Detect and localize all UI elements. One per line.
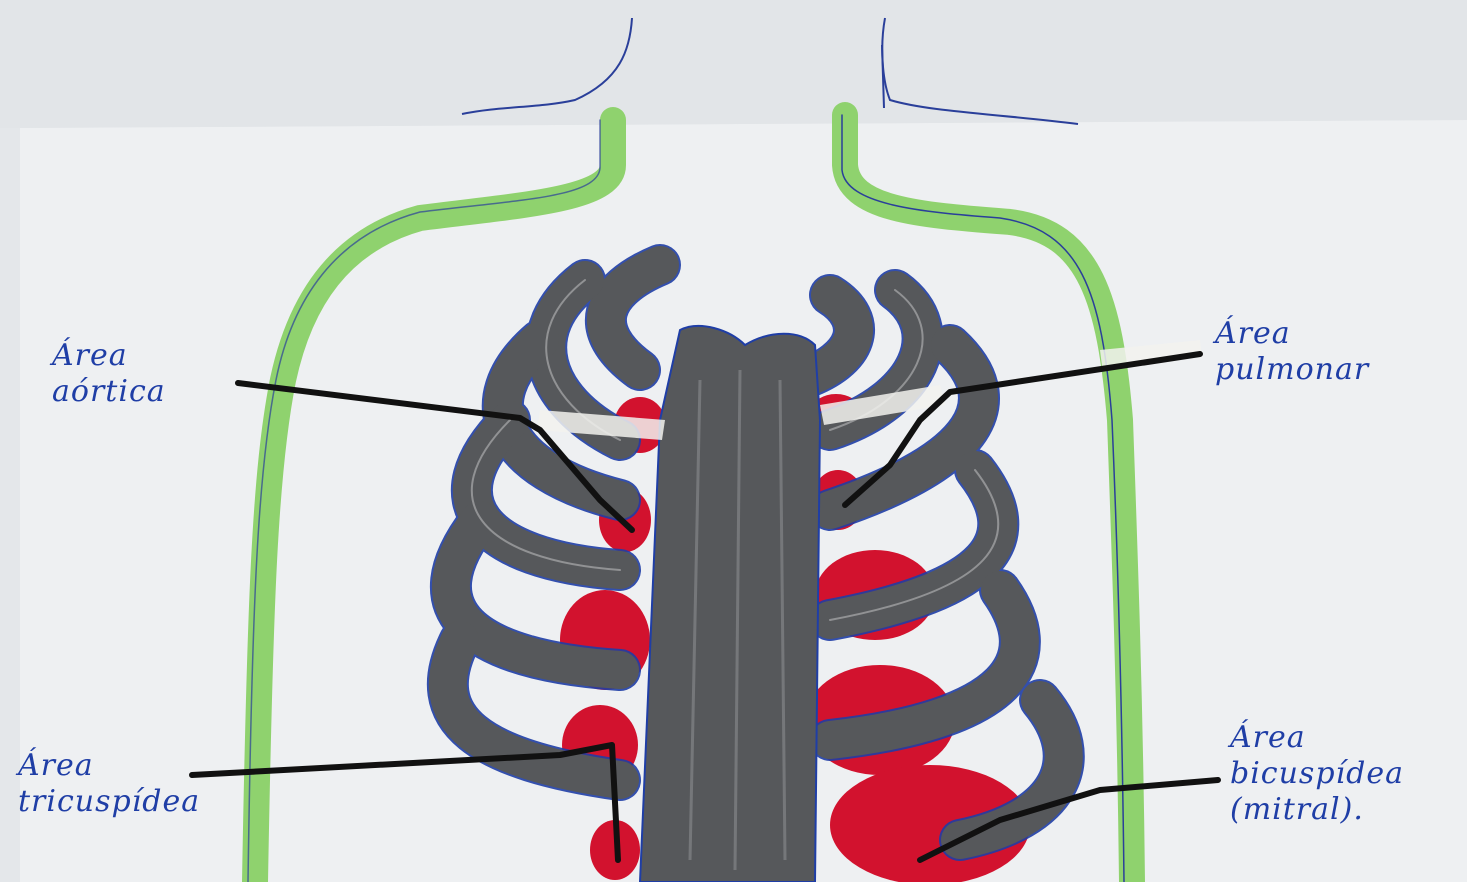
label-aortic-line2: aórtica (52, 374, 166, 410)
label-tricuspid-area: Área tricuspídea (18, 748, 200, 820)
label-pulmonary-area: Área pulmonar (1215, 316, 1369, 388)
label-pulmonary-line1: Área (1215, 316, 1369, 352)
label-aortic-area: Área aórtica (52, 338, 166, 410)
label-tricuspid-line2: tricuspídea (18, 784, 200, 820)
label-aortic-line1: Área (52, 338, 166, 374)
label-mitral-area: Área bicuspídea (mitral). (1230, 720, 1404, 828)
label-mitral-line1: Área (1230, 720, 1404, 756)
label-mitral-line2: bicuspídea (1230, 756, 1404, 792)
sternum (640, 326, 820, 882)
label-tricuspid-line1: Área (18, 748, 200, 784)
label-pulmonary-line2: pulmonar (1215, 352, 1369, 388)
label-mitral-line3: (mitral). (1230, 792, 1404, 828)
